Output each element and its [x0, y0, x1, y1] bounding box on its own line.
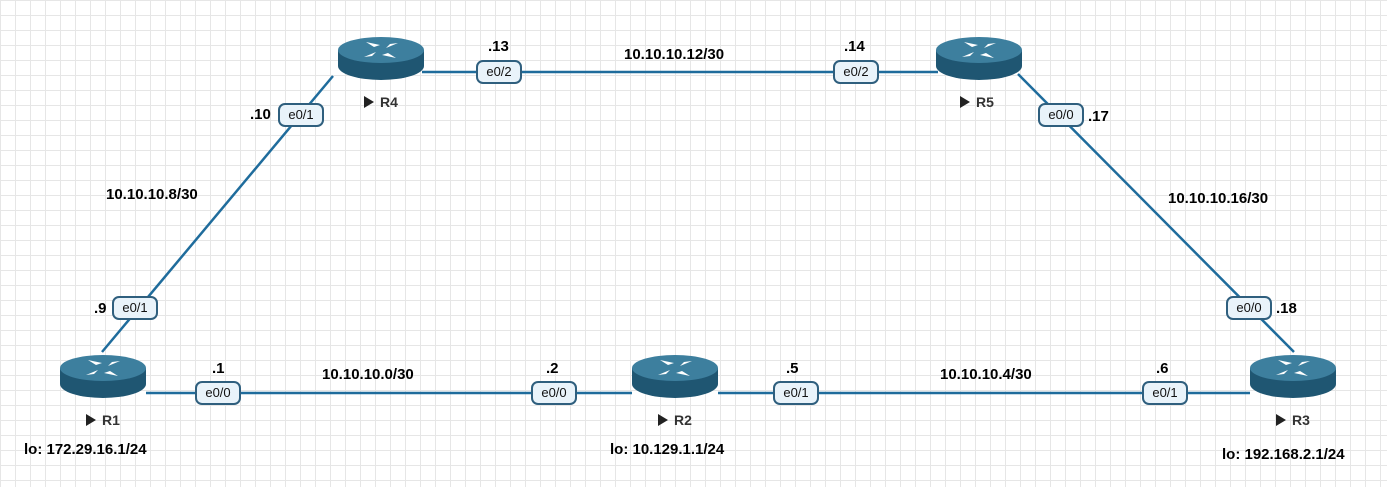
loopback-r2: lo: 10.129.1.1/24 [610, 441, 725, 458]
iface-r4-e0-1[interactable]: e0/1 [278, 103, 324, 127]
host-r1-e0-1: .9 [94, 300, 107, 317]
router-label-r4: R4 [364, 94, 398, 110]
subnet-r1-r4: 10.10.10.8/30 [106, 186, 198, 203]
play-icon [364, 96, 374, 108]
router-label-r5: R5 [960, 94, 994, 110]
play-icon [960, 96, 970, 108]
loopback-r3: lo: 192.168.2.1/24 [1222, 446, 1345, 463]
host-r3-e0-1: .6 [1156, 360, 1169, 377]
host-r5-e0-2: .14 [844, 38, 865, 55]
subnet-r5-r3: 10.10.10.16/30 [1168, 190, 1269, 207]
play-icon [86, 414, 96, 426]
subnet-r2-r3: 10.10.10.4/30 [940, 366, 1032, 383]
iface-r2-e0-1[interactable]: e0/1 [773, 381, 819, 405]
router-r5[interactable] [934, 36, 1024, 87]
host-r4-e0-2: .13 [488, 38, 509, 55]
iface-r5-e0-2[interactable]: e0/2 [833, 60, 879, 84]
host-r5-e0-0: .17 [1088, 108, 1109, 125]
router-icon [632, 355, 718, 398]
host-r4-e0-1: .10 [250, 106, 271, 123]
loopback-r1: lo: 172.29.16.1/24 [24, 441, 147, 458]
iface-r3-e0-0[interactable]: e0/0 [1226, 296, 1272, 320]
iface-r1-e0-0[interactable]: e0/0 [195, 381, 241, 405]
router-label-r1: R1 [86, 412, 120, 428]
play-icon [658, 414, 668, 426]
router-icon [936, 37, 1022, 80]
play-icon [1276, 414, 1286, 426]
iface-r5-e0-0[interactable]: e0/0 [1038, 103, 1084, 127]
router-r4[interactable] [336, 36, 426, 87]
router-r1[interactable] [58, 354, 148, 405]
host-r2-e0-1: .5 [786, 360, 799, 377]
iface-r1-e0-1[interactable]: e0/1 [112, 296, 158, 320]
subnet-r1-r2: 10.10.10.0/30 [322, 366, 414, 383]
host-r3-e0-0: .18 [1276, 300, 1297, 317]
iface-r4-e0-2[interactable]: e0/2 [476, 60, 522, 84]
router-r2[interactable] [630, 354, 720, 405]
iface-r2-e0-0[interactable]: e0/0 [531, 381, 577, 405]
router-icon [338, 37, 424, 80]
router-label-r2: R2 [658, 412, 692, 428]
iface-r3-e0-1[interactable]: e0/1 [1142, 381, 1188, 405]
router-label-r3: R3 [1276, 412, 1310, 428]
host-r1-e0-0: .1 [212, 360, 225, 377]
router-icon [60, 355, 146, 398]
router-r3[interactable] [1248, 354, 1338, 405]
host-r2-e0-0: .2 [546, 360, 559, 377]
subnet-r4-r5: 10.10.10.12/30 [624, 46, 725, 63]
router-icon [1250, 355, 1336, 398]
